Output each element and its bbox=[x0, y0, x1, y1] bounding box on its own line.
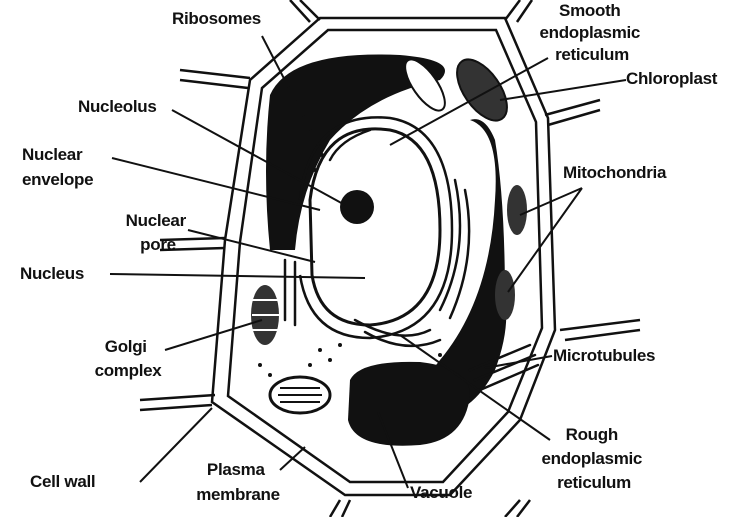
microtubules bbox=[468, 343, 540, 392]
nucleus bbox=[298, 116, 454, 340]
vacuole-right bbox=[413, 119, 507, 420]
nucleolus bbox=[340, 190, 374, 224]
label-plasma-membrane: Plasma membrane bbox=[196, 460, 280, 504]
label-nuclear-pore: Nuclear pore bbox=[126, 211, 191, 254]
mitochondria bbox=[495, 185, 527, 320]
label-vacuole: Vacuole bbox=[410, 483, 472, 502]
label-microtubules: Microtubules bbox=[553, 346, 655, 365]
plasma-membrane bbox=[226, 28, 544, 484]
vacuole-left bbox=[266, 54, 445, 250]
label-nucleus: Nucleus bbox=[20, 264, 84, 283]
label-mitochondria: Mitochondria bbox=[563, 163, 667, 182]
label-smooth-er: Smooth endoplasmic reticulum bbox=[539, 1, 644, 64]
label-nuclear-envelope: Nuclear envelope bbox=[22, 145, 93, 189]
leader-lines bbox=[109, 35, 627, 489]
label-ribosomes: Ribosomes bbox=[172, 9, 261, 28]
label-chloroplast: Chloroplast bbox=[626, 69, 718, 88]
label-cell-wall: Cell wall bbox=[30, 472, 95, 491]
cell-wall bbox=[210, 16, 557, 497]
chloroplasts bbox=[268, 58, 508, 415]
label-rough-er: Rough endoplasmic reticulum bbox=[541, 425, 646, 492]
neighbor-cell-walls bbox=[139, 0, 641, 517]
golgi-complex bbox=[251, 285, 280, 345]
vacuole-bottom bbox=[348, 361, 470, 446]
ribosomes bbox=[258, 153, 457, 377]
rough-er bbox=[283, 128, 471, 348]
label-nucleolus: Nucleolus bbox=[78, 97, 157, 116]
label-golgi-complex: Golgi complex bbox=[95, 337, 163, 380]
